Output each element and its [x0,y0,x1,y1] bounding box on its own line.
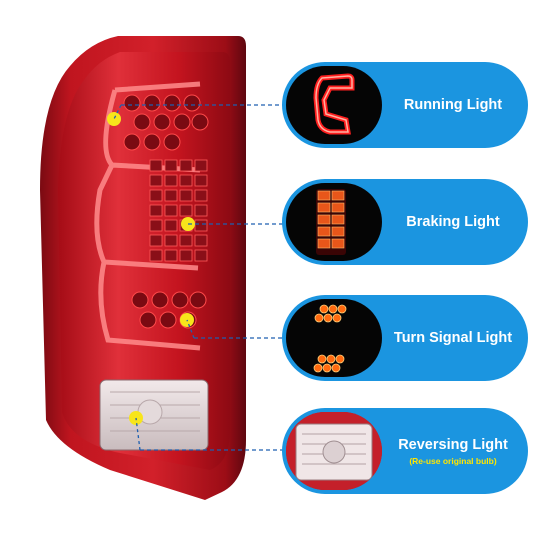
running-light-label: Running Light [403,96,503,113]
feature-turn-signal-light: Turn Signal Light [282,295,528,381]
lamp-lens [58,52,230,470]
running-light-bar [94,81,201,351]
feature-running-light: Running Light [282,62,528,148]
braking-light-label: Braking Light [406,213,500,230]
turn-signal-thumbnail [286,299,382,377]
reversing-light-note: (Re-use original bulb) [409,455,497,466]
braking-light-thumbnail [286,183,382,261]
leader-lines [121,104,288,451]
reversing-light-label: Reversing Light [398,436,508,453]
upper-led-cluster [123,94,209,151]
turn-signal-light-label: Turn Signal Light [393,329,513,346]
brake-led-grid [149,159,208,262]
reversing-light-thumbnail [286,412,382,490]
feature-reversing-light: Reversing Light (Re-use original bulb) [282,408,528,494]
feature-braking-light: Braking Light [282,179,528,265]
reverse-light-detail [110,391,200,432]
leader-verticals [113,104,195,451]
marker-running [107,112,121,126]
running-light-thumbnail [286,66,382,144]
